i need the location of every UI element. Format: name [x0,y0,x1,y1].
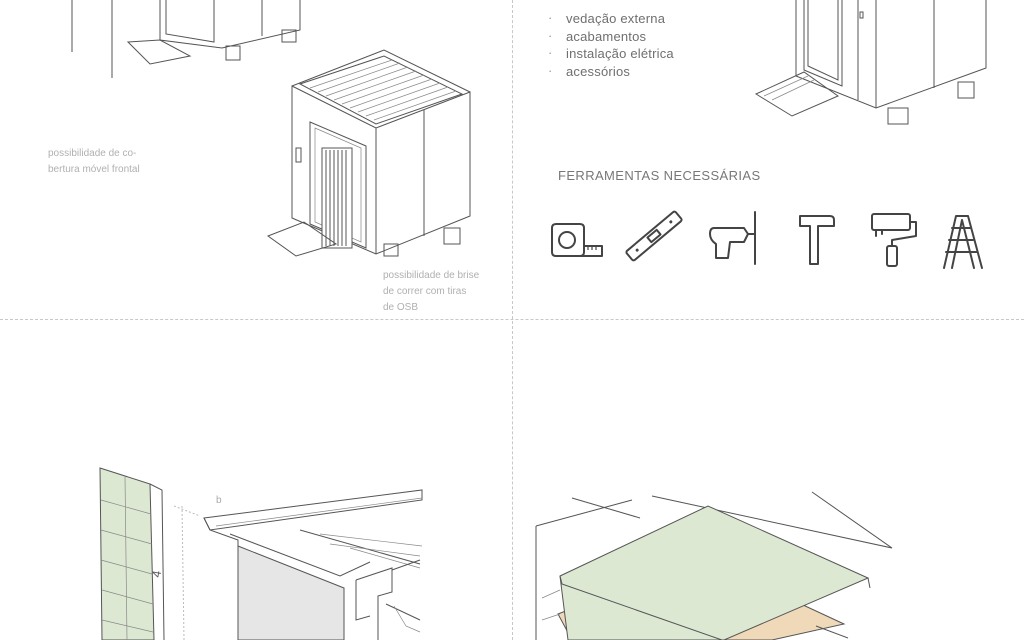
floor-panel-detail-drawing: e [535,491,893,640]
roof-caption-line: possibilidade de co- [48,148,137,159]
module-top-left-drawing [71,0,471,257]
tools-row [551,210,983,269]
brise-caption-line: de correr com tiras [383,286,467,297]
step-item: acabamentos [548,27,674,46]
wall-panel-detail-drawing: 4 b [99,467,423,640]
tools-title: FERRAMENTAS NECESSÁRIAS [558,168,761,183]
label-b: b [216,495,222,506]
level-icon [625,210,683,262]
tape-measure-icon [551,223,603,257]
ladder-icon [943,215,983,269]
module-top-right-drawing [754,0,987,125]
steps-list: vedação externa acabamentos instalação e… [548,9,674,81]
step-item: vedação externa [548,9,674,28]
roof-caption-line: bertura móvel frontal [48,164,140,175]
hammer-icon [799,215,835,265]
brise-caption-line: possibilidade de brise [383,270,480,281]
step-item: acessórios [548,62,674,81]
green-panel: 4 [99,467,165,640]
module-with-brise [266,49,471,257]
paint-roller-icon [871,213,917,267]
roof-caption: possibilidade de co- bertura móvel front… [48,146,140,178]
drill-icon [709,211,756,265]
step-item: instalação elétrica [548,44,674,63]
dim-label: 4 [149,569,164,578]
brise-caption-line: de OSB [383,302,419,313]
green-floor-panel [559,505,870,640]
brise-caption: possibilidade de brise de correr com tir… [383,268,479,316]
horizontal-guide [0,319,1024,320]
vertical-guide [512,0,513,640]
